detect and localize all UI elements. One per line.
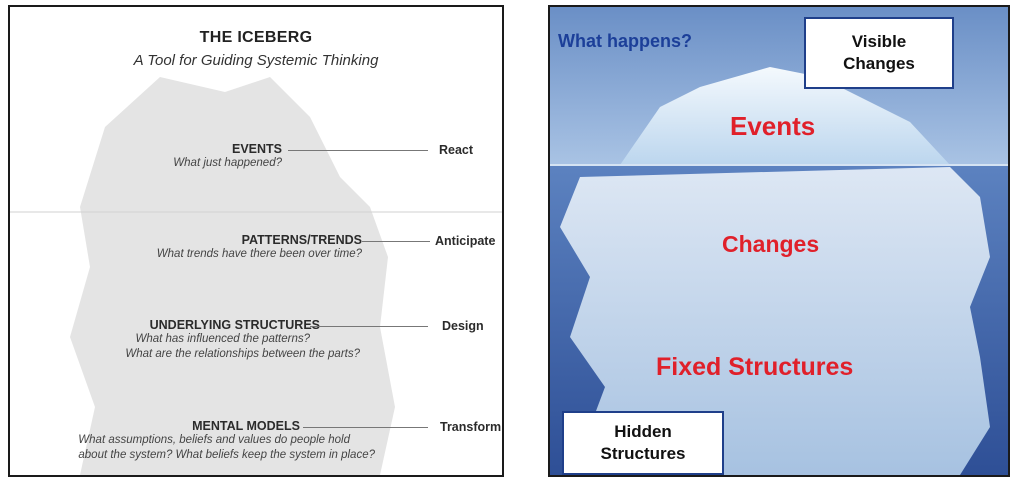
layer-events: Events <box>730 111 816 141</box>
connector-line <box>310 326 428 327</box>
box-line: Visible <box>851 32 907 51</box>
box-line: Hidden <box>614 422 672 441</box>
diagram-subtitle: A Tool for Guiding Systemic Thinking <box>133 52 379 69</box>
iceberg-silhouette <box>10 77 502 475</box>
level-title: MENTAL MODELS <box>192 419 300 433</box>
level-title: UNDERLYING STRUCTURES <box>149 318 320 332</box>
connector-line <box>303 427 428 428</box>
level-title: PATTERNS/TRENDS <box>241 233 362 247</box>
hidden-structures-box: Hidden Structures <box>562 411 724 475</box>
action-label: Design <box>442 319 484 333</box>
level-question: What just happened? <box>173 157 282 169</box>
diagram-title: THE ICEBERG <box>199 29 313 46</box>
action-label: Transform <box>440 420 502 434</box>
connector-line <box>288 150 428 151</box>
visible-changes-box: Visible Changes <box>804 17 954 89</box>
action-label: Anticipate <box>435 234 496 248</box>
question-header: What happens? <box>558 31 692 51</box>
iceberg-illustration-panel: What happens? Visible Changes Events Cha… <box>548 5 1010 477</box>
level-underlying-structures: UNDERLYING STRUCTURES What has influence… <box>70 318 360 362</box>
connector-line <box>362 241 430 242</box>
box-line: Structures <box>600 444 686 463</box>
level-question: What has influenced the patterns? <box>135 333 310 345</box>
level-events: EVENTS What just happened? <box>173 142 282 171</box>
level-question: about the system? What beliefs keep the … <box>78 449 375 461</box>
level-title: EVENTS <box>231 142 282 156</box>
level-question: What trends have there been over time? <box>156 248 362 260</box>
level-question: What assumptions, beliefs and values do … <box>78 434 350 446</box>
iceberg-framework-panel: THE ICEBERG A Tool for Guiding Systemic … <box>8 5 504 477</box>
layer-fixed-structures: Fixed Structures <box>656 353 854 381</box>
action-label: React <box>439 143 474 157</box>
level-question: What are the relationships between the p… <box>125 348 360 360</box>
level-patterns-trends: PATTERNS/TRENDS What trends have there b… <box>157 233 362 262</box>
layer-changes: Changes <box>722 231 820 257</box>
level-mental-models: MENTAL MODELS What assumptions, beliefs … <box>40 419 420 463</box>
box-line: Changes <box>843 54 915 73</box>
